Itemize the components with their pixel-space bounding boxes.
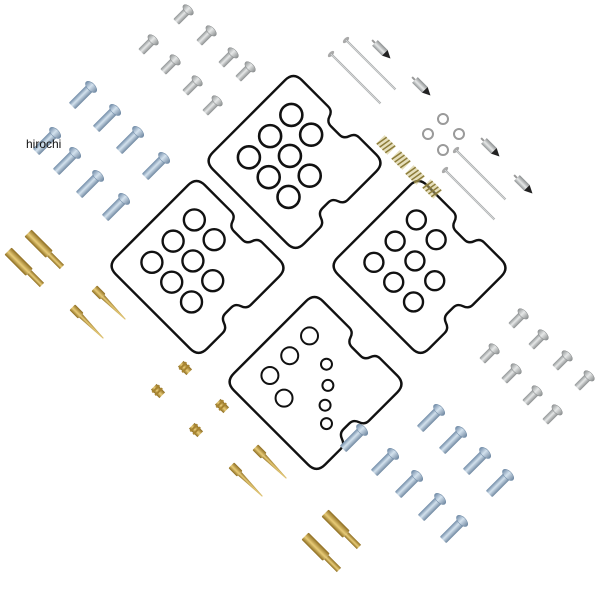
gasket-bottom	[224, 291, 407, 475]
gasket-right	[328, 175, 511, 359]
float-needles	[369, 37, 536, 197]
washers	[422, 113, 465, 156]
springs	[375, 134, 443, 200]
screw-group-silver-top	[136, 2, 258, 118]
gasket-left	[106, 175, 289, 359]
brass-parts-left	[4, 229, 230, 438]
gasket-top	[203, 70, 386, 254]
screw-group-silver-right	[477, 306, 597, 427]
watermark-text: hirochi	[26, 137, 62, 151]
brass-parts-bottom	[228, 444, 363, 574]
screw-group-blue-left	[30, 78, 173, 224]
